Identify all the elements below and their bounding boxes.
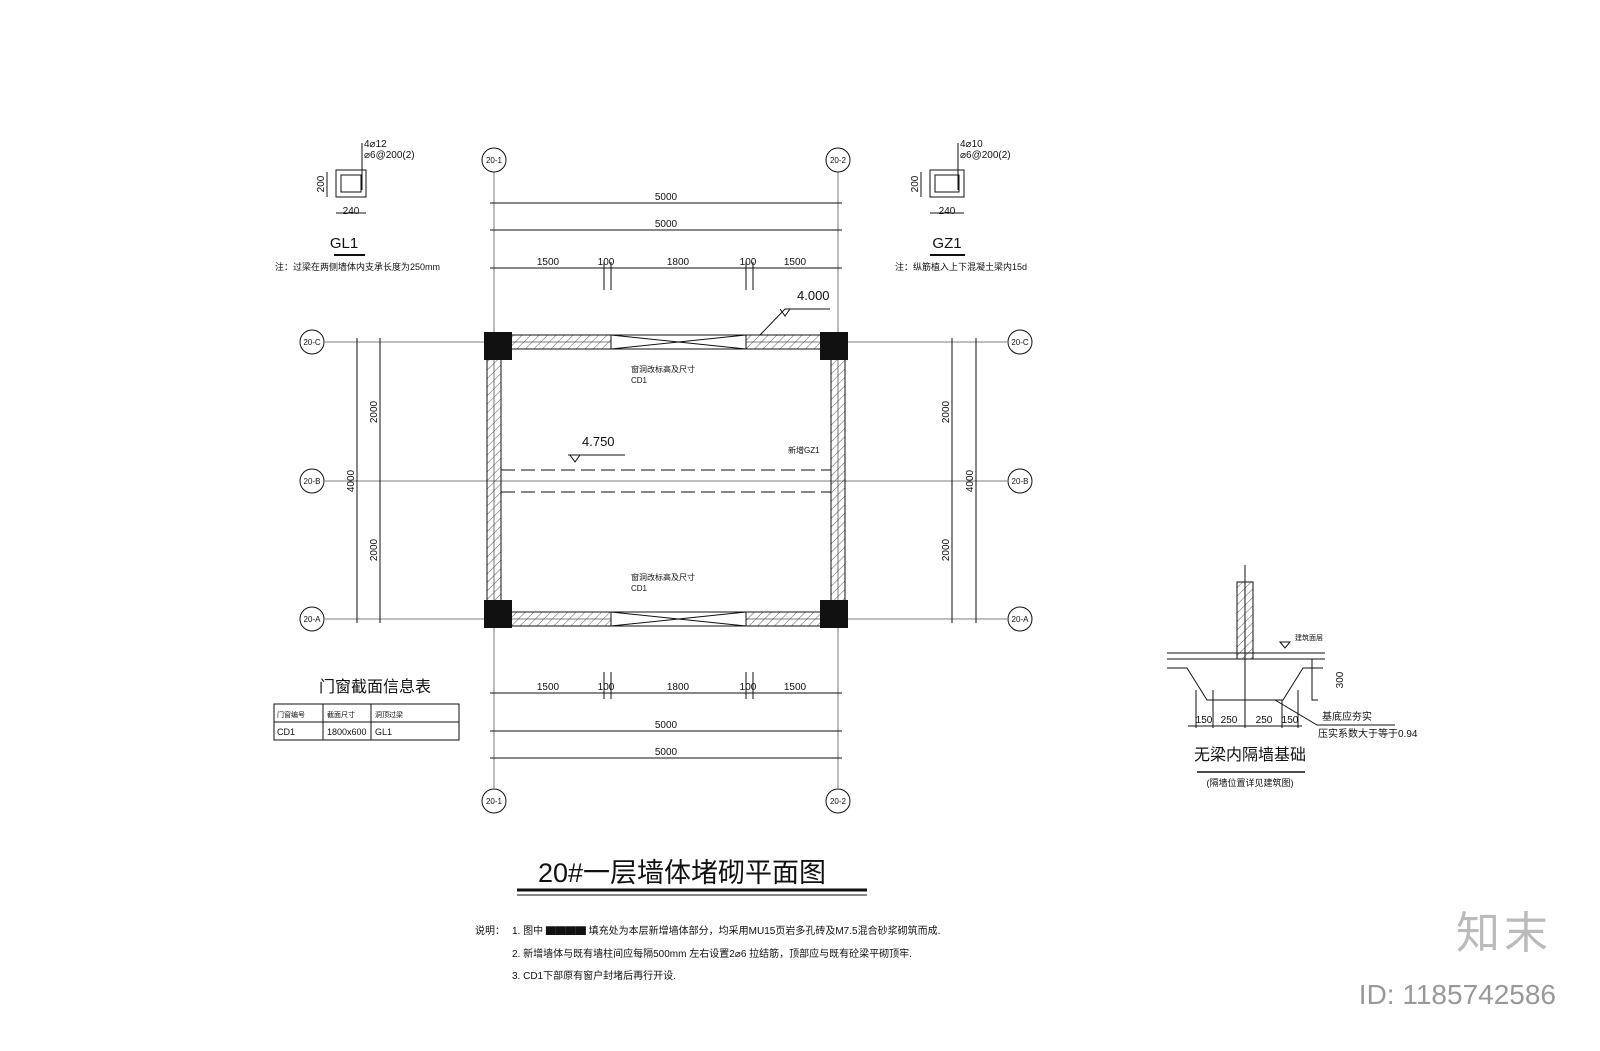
svg-text:4.000: 4.000 [797,288,830,303]
svg-text:2. 新增墙体与既有墙柱间应每隔500mm 左右设置2⌀6: 2. 新增墙体与既有墙柱间应每隔500mm 左右设置2⌀6 拉结筋，顶部应与既有… [512,947,912,960]
opening-table: 门窗截面信息表 门窗编号 截面尺寸 洞顶过梁 CD1 1800x600 GL1 [273,678,460,741]
svg-text:2000: 2000 [941,400,952,423]
svg-text:240: 240 [343,206,360,217]
notes: 说明： 1. 图中 ▇▇▇▇ 填充处为本层新增墙体部分，均采用MU15页岩多孔砖… [475,924,940,982]
svg-text:CD1: CD1 [277,727,295,737]
svg-text:20-C: 20-C [1011,338,1029,347]
svg-text:20-C: 20-C [303,338,321,347]
svg-text:5000: 5000 [655,720,678,731]
svg-text:洞顶过梁: 洞顶过梁 [375,710,403,719]
svg-text:注：过梁在两侧墙体内支承长度为250mm: 注：过梁在两侧墙体内支承长度为250mm [275,261,440,272]
svg-text:4000: 4000 [965,469,976,492]
svg-text:1500: 1500 [784,257,807,268]
svg-text:200: 200 [316,175,327,192]
svg-text:注：纵筋植入上下混凝土梁内15d: 注：纵筋植入上下混凝土梁内15d [895,261,1027,272]
svg-text:无梁内隔墙基础: 无梁内隔墙基础 [1194,746,1306,764]
svg-text:1500: 1500 [537,682,560,693]
dimension-labels: 5000 5000 1500 100 1800 100 1500 1500 100 18… [537,192,807,758]
svg-text:4⌀12: 4⌀12 [364,139,387,150]
svg-text:窗洞改标高及尺寸: 窗洞改标高及尺寸 [631,364,695,374]
svg-text:100: 100 [598,682,615,693]
svg-text:100: 100 [740,257,757,268]
watermark-id: ID: 1185742586 [1358,979,1556,1010]
svg-text:1800: 1800 [667,257,690,268]
svg-text:20#一层墙体堵砌平面图: 20#一层墙体堵砌平面图 [538,858,826,888]
svg-text:300: 300 [1335,671,1346,688]
svg-text:(隔墙位置详见建筑图): (隔墙位置详见建筑图) [1207,777,1294,788]
svg-text:150: 150 [1282,715,1299,726]
svg-text:1500: 1500 [537,257,560,268]
level-marks: 4.000 4.750 窗洞改标高及尺寸 CD1 窗洞改标高及尺寸 CD1 新增… [568,288,830,593]
svg-text:20-A: 20-A [304,615,322,624]
svg-text:20-1: 20-1 [486,156,503,165]
svg-text:说明：: 说明： [475,924,505,937]
svg-text:20-A: 20-A [1012,615,1030,624]
walls [485,334,847,627]
svg-text:250: 250 [1256,715,1273,726]
svg-text:5000: 5000 [655,192,678,203]
svg-text:20-B: 20-B [1012,477,1029,486]
svg-text:100: 100 [740,682,757,693]
gz1-section: 4⌀10 ⌀6@200(2) 200 240 GZ1 注：纵筋植入上下混凝土梁内… [895,139,1027,272]
svg-text:150: 150 [1196,715,1213,726]
svg-text:1800x600: 1800x600 [327,727,367,737]
svg-text:新增GZ1: 新增GZ1 [788,445,820,455]
svg-text:20-1: 20-1 [486,797,503,806]
svg-text:⌀6@200(2): ⌀6@200(2) [960,150,1011,161]
svg-text:20-2: 20-2 [830,156,847,165]
svg-text:240: 240 [939,206,956,217]
svg-text:窗洞改标高及尺寸: 窗洞改标高及尺寸 [631,572,695,582]
svg-text:4.750: 4.750 [582,434,615,449]
svg-text:GL1: GL1 [330,235,358,252]
svg-text:20-2: 20-2 [830,797,847,806]
svg-text:CD1: CD1 [631,376,648,385]
svg-text:截面尺寸: 截面尺寸 [327,710,355,719]
dimensions-horizontal [490,202,842,759]
svg-text:1500: 1500 [784,682,807,693]
svg-text:CD1: CD1 [631,584,648,593]
svg-text:250: 250 [1221,715,1238,726]
svg-text:1. 图中 ▇▇▇▇ 填充处为本层新增墙体部分，均采用MU1: 1. 图中 ▇▇▇▇ 填充处为本层新增墙体部分，均采用MU15页岩多孔砖及M7.… [512,924,940,937]
gl1-section: 4⌀12 ⌀6@200(2) 200 240 GL1 注：过梁在两侧墙体内支承长… [275,139,440,272]
columns [484,332,848,628]
dimensions-vertical [356,338,977,623]
svg-text:基底应夯实: 基底应夯实 [1322,710,1372,723]
svg-text:门窗编号: 门窗编号 [277,710,305,719]
drawing-title: 20#一层墙体堵砌平面图 [517,858,867,896]
svg-text:GL1: GL1 [375,727,392,737]
svg-text:2000: 2000 [369,538,380,561]
svg-text:1800: 1800 [667,682,690,693]
svg-text:⌀6@200(2): ⌀6@200(2) [364,150,415,161]
svg-text:压实系数大于等于0.94: 压实系数大于等于0.94 [1318,727,1418,740]
svg-text:5000: 5000 [655,747,678,758]
svg-text:建筑面层: 建筑面层 [1295,633,1323,642]
svg-text:3. CD1下部原有窗户封堵后再行开设.: 3. CD1下部原有窗户封堵后再行开设. [512,969,676,982]
svg-text:2000: 2000 [369,400,380,423]
svg-text:门窗截面信息表: 门窗截面信息表 [319,678,431,696]
svg-text:4000: 4000 [346,469,357,492]
foundation-detail: 建筑面层 300 150 250 250 150 基底应夯实 压实系数大于等于0… [1167,565,1418,788]
svg-text:200: 200 [910,175,921,192]
svg-text:GZ1: GZ1 [932,235,961,252]
svg-text:20-B: 20-B [304,477,321,486]
svg-text:2000: 2000 [941,538,952,561]
watermark-logo: 知末 [1456,908,1552,959]
svg-text:5000: 5000 [655,219,678,230]
svg-text:4⌀10: 4⌀10 [960,139,983,150]
svg-text:100: 100 [598,257,615,268]
vertical-dimension-labels: 2000 2000 4000 2000 2000 4000 [346,400,976,561]
axis-bubbles: 20-1 20-2 20-1 20-2 20-C 20-B 20-A 20-C … [299,147,1033,814]
